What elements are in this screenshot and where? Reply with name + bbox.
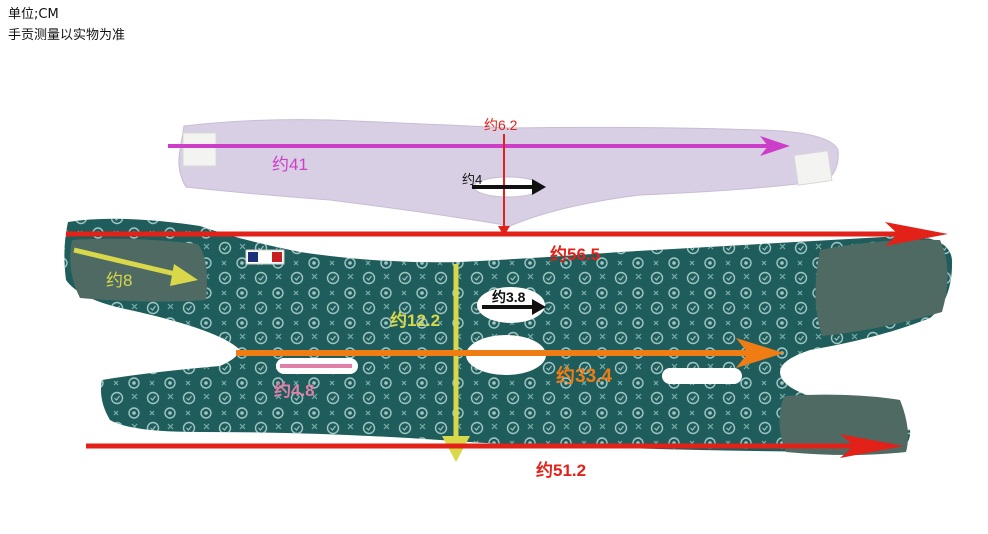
arrow-velcro [73, 247, 198, 286]
arrow-top-hole [472, 179, 546, 195]
label-main-top-length: 约56.5 [550, 244, 600, 264]
label-main-middle-length: 约33.4 [556, 364, 612, 387]
side-slot-right [662, 368, 742, 384]
arrow-main-middle-length [236, 338, 784, 368]
top-strap-velcro-left [182, 132, 217, 167]
velcro-pad-bottom-right [779, 394, 908, 455]
label-top-hole: 约4 [462, 172, 482, 187]
label-velcro-length: 约8 [106, 271, 132, 290]
arrow-main-top-length [66, 222, 948, 246]
arrow-main-bottom-length [86, 434, 904, 458]
measurement-note: 手贡测量以实物为准 [8, 28, 126, 43]
flag-tag [245, 249, 285, 265]
main-strap [64, 218, 953, 455]
arrow-top-length [168, 136, 790, 156]
label-main-height: 约12.2 [390, 310, 440, 330]
label-side-hole: 约4.8 [274, 380, 315, 400]
arrow-main-hole [482, 299, 546, 315]
top-strap-velcro-right [793, 150, 833, 186]
label-top-length: 约41 [272, 155, 308, 174]
label-top-width: 约6.2 [484, 117, 518, 133]
unit-label: 单位;CM [8, 7, 59, 22]
velcro-pad-left [70, 238, 207, 302]
arrow-top-width [498, 134, 510, 236]
label-main-bottom-length: 约51.2 [536, 460, 586, 480]
label-main-hole: 约3.8 [492, 289, 526, 305]
velcro-pad-top-right [815, 239, 948, 336]
